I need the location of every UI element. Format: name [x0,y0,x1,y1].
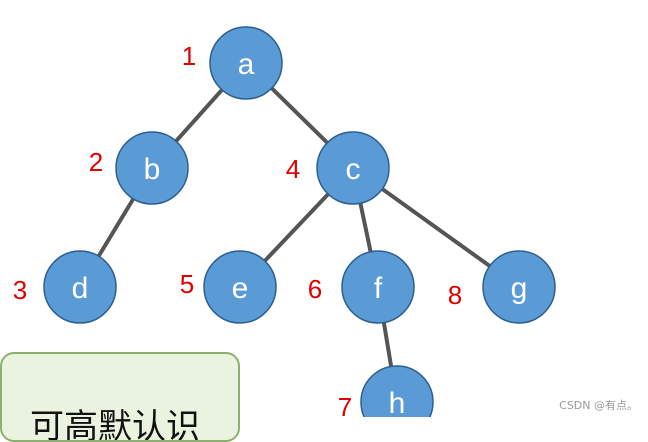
node-label-g: g [511,272,528,305]
node-circle-f [341,250,415,324]
node-e: e5 [180,250,277,324]
order-label-e: 5 [180,269,194,299]
node-a: a1 [182,26,283,100]
node-b: b2 [89,131,189,205]
node-circle-c [316,131,390,205]
node-label-h: h [389,387,406,417]
node-label-d: d [72,272,89,305]
node-c: c4 [286,131,390,205]
order-label-g: 8 [448,280,462,310]
order-label-a: 1 [182,41,196,71]
node-circle-d [43,250,117,324]
node-d: d3 [13,250,117,324]
order-label-h: 7 [338,392,352,417]
node-circle-g [482,250,556,324]
order-label-d: 3 [13,275,27,305]
node-circle-e [203,250,277,324]
node-label-f: f [374,272,383,305]
node-circle-a [209,26,283,100]
node-label-b: b [144,153,161,186]
node-f: f6 [308,250,415,324]
caption-text: 可高默认识 [30,407,200,442]
node-h: h7 [338,365,434,417]
node-label-c: c [346,153,361,186]
node-label-a: a [238,48,255,81]
node-circle-b [115,131,189,205]
node-label-e: e [232,272,249,305]
watermark: CSDN @有点。 [559,399,638,412]
order-label-b: 2 [89,147,103,177]
caption-box: 可高默认识 [0,352,240,442]
node-g: g8 [448,250,556,324]
order-label-f: 6 [308,274,322,304]
node-circle-h [360,365,434,417]
order-label-c: 4 [286,154,300,184]
